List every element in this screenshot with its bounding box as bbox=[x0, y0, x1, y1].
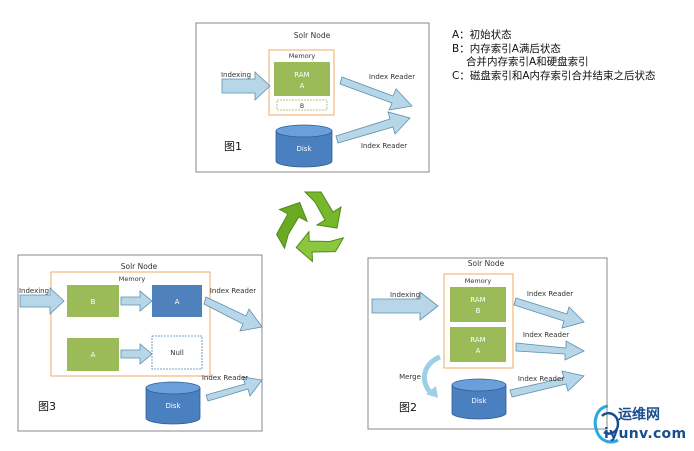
legend: A：初始状态 B：内存索引A满后状态 合并内存索引A和硬盘索引 C：磁盘索引和A… bbox=[452, 29, 692, 83]
fig2-reader-arrow-1 bbox=[513, 297, 585, 329]
fig3-reader-label-1: Index Reader bbox=[210, 287, 256, 295]
fig2-merge-arrowhead bbox=[426, 386, 438, 398]
fig2-ram1-sub: B bbox=[476, 307, 481, 315]
fig3-a2-label: A bbox=[91, 351, 96, 359]
fig3-reader-arrow-1 bbox=[203, 296, 263, 332]
recycle-icon bbox=[275, 191, 345, 263]
fig1-ram-sub: A bbox=[300, 82, 305, 90]
watermark-en-text: iyunv.com bbox=[604, 426, 687, 442]
fig1-b-label: B bbox=[300, 103, 304, 110]
fig2-reader-label-1: Index Reader bbox=[527, 290, 573, 298]
fig1-memory-label: Memory bbox=[289, 52, 316, 60]
fig3-memory-label: Memory bbox=[119, 275, 146, 283]
fig3-a-label: A bbox=[175, 298, 180, 306]
fig3-indexing-arrow bbox=[19, 287, 65, 315]
legend-line-c: C：磁盘索引和A内存索引合并结束之后状态 bbox=[452, 69, 656, 82]
fig3-b-to-a-arrow bbox=[120, 290, 153, 312]
fig3-disk-label: Disk bbox=[165, 402, 181, 410]
fig2-reader-arrow-3 bbox=[509, 370, 585, 398]
fig3-a-box bbox=[152, 285, 202, 317]
fig2-reader-label-2: Index Reader bbox=[523, 331, 569, 339]
fig2-ram1-label: RAM bbox=[470, 296, 485, 304]
legend-line-a: A：初始状态 bbox=[452, 29, 512, 41]
fig1-ram-box bbox=[274, 62, 330, 96]
fig1-memory-box bbox=[268, 49, 335, 116]
fig1-reader-arrow-1 bbox=[339, 76, 413, 111]
fig3-caption: 图3 bbox=[38, 400, 56, 413]
legend-line-b-detail: 合并内存索引A和硬盘索引 bbox=[466, 56, 589, 68]
fig3-null-label: Null bbox=[170, 349, 184, 357]
fig1-b-box bbox=[276, 99, 328, 111]
fig1-reader-label-2: Index Reader bbox=[361, 142, 407, 150]
fig3-b-box bbox=[67, 285, 119, 317]
fig3-indexing-label: Indexing bbox=[19, 287, 49, 295]
fig2-indexing-label: Indexing bbox=[390, 291, 420, 299]
fig1-frame bbox=[195, 22, 430, 173]
fig2-caption: 图2 bbox=[399, 401, 417, 414]
fig2-merge-arrow bbox=[422, 354, 442, 396]
fig2-ram2-box bbox=[450, 327, 506, 362]
fig2-frame bbox=[367, 257, 608, 430]
fig2-disk-label: Disk bbox=[471, 397, 487, 405]
fig1-indexing-label: Indexing bbox=[221, 71, 251, 79]
fig2-ram2-sub: A bbox=[476, 347, 481, 355]
fig1-ram-label: RAM bbox=[294, 71, 309, 79]
fig1-disk bbox=[275, 124, 333, 168]
fig3-null-box bbox=[151, 335, 203, 370]
fig3-b-label: B bbox=[91, 298, 96, 306]
fig3-frame bbox=[17, 254, 263, 432]
fig3-reader-label-2: Index Reader bbox=[202, 374, 248, 382]
fig2-solr-node-label: Solr Node bbox=[468, 259, 505, 268]
legend-line-b: B：内存索引A满后状态 bbox=[452, 42, 561, 55]
fig3-reader-arrow-2 bbox=[205, 376, 263, 402]
fig3-a2-box bbox=[67, 338, 119, 371]
fig3-memory-box bbox=[50, 271, 211, 377]
fig2-indexing-arrow bbox=[371, 291, 439, 321]
watermark-logo: 运维网 iyunv.com bbox=[588, 402, 692, 448]
fig2-reader-label-3: Index Reader bbox=[518, 375, 564, 383]
fig1-indexing-arrow bbox=[221, 71, 271, 101]
fig1-solr-node-label: Solr Node bbox=[294, 31, 331, 40]
fig2-reader-arrow-2 bbox=[515, 340, 585, 361]
fig3-disk bbox=[145, 381, 201, 425]
fig2-ram2-label: RAM bbox=[470, 336, 485, 344]
fig3-a2-to-null-arrow bbox=[120, 343, 153, 365]
fig1-reader-arrow-2 bbox=[335, 111, 411, 144]
watermark-swirl-icon bbox=[593, 404, 620, 444]
fig1-reader-label-1: Index Reader bbox=[369, 73, 415, 81]
fig2-memory-box bbox=[443, 273, 514, 369]
fig2-merge-label: Merge bbox=[399, 373, 421, 381]
fig1-disk-label: Disk bbox=[296, 145, 312, 153]
fig3-solr-node-label: Solr Node bbox=[121, 262, 158, 271]
watermark-cn-text: 运维网 bbox=[618, 407, 660, 423]
fig2-ram1-box bbox=[450, 287, 506, 322]
fig2-memory-label: Memory bbox=[465, 277, 492, 285]
fig1-caption: 图1 bbox=[224, 140, 242, 153]
fig2-disk bbox=[451, 378, 507, 420]
